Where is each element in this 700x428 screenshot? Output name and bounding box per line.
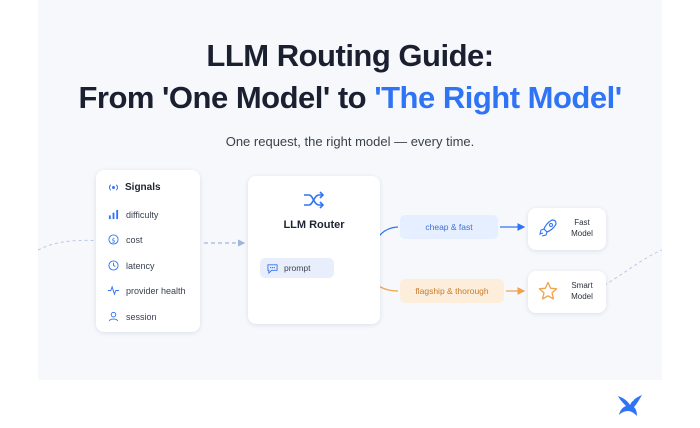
signal-item-label: latency [126, 260, 155, 271]
title-line-1: LLM Routing Guide: [206, 38, 494, 73]
pulse-icon [108, 285, 119, 296]
signal-item-difficulty: difficulty [108, 209, 158, 220]
subtitle: One request, the right model — every tim… [225, 134, 475, 149]
signal-item-label: session [126, 311, 157, 322]
clock-icon [108, 260, 119, 271]
chat-bubble-icon [267, 263, 278, 274]
user-icon [108, 311, 119, 322]
brand-logo [618, 395, 642, 416]
infographic-panel: LLM Routing Guide: From 'One Model' to '… [38, 0, 662, 380]
signal-item-label: difficulty [126, 209, 159, 220]
title-highlight: 'The Right Model' [374, 80, 622, 115]
title-prefix: From 'One Model' to [78, 80, 375, 115]
model-label-line1: Smart [571, 281, 593, 290]
route-chip-flagship-thorough: flagship & thorough [400, 279, 504, 303]
smart-model-card: Smart Model [528, 271, 606, 313]
fast-model-card: Fast Model [528, 208, 606, 250]
rocket-icon [539, 219, 557, 237]
signal-item-provider-health: provider health [108, 285, 186, 296]
model-label-line2: Model [571, 292, 593, 301]
prompt-label: prompt [284, 263, 311, 273]
signal-item-label: provider health [126, 285, 186, 296]
signal-item-cost: $ cost [108, 234, 143, 245]
smart-model-label: Smart Model [562, 280, 602, 302]
dollar-icon: $ [108, 234, 119, 245]
model-label-line2: Model [571, 229, 593, 238]
shuffle-icon [304, 191, 325, 209]
fast-model-label: Fast Model [562, 217, 602, 239]
signal-broadcast-icon [109, 184, 118, 191]
signals-card: Signals difficulty $ cost latency [96, 170, 200, 332]
router-title: LLM Router [283, 219, 345, 231]
signal-item-session: session [108, 311, 157, 322]
route-chip-cheap-fast: cheap & fast [400, 215, 498, 239]
signals-heading-label: Signals [125, 182, 161, 193]
title-line-2: From 'One Model' to 'The Right Model' [38, 80, 662, 116]
svg-text:$: $ [111, 236, 115, 244]
star-icon [538, 281, 558, 300]
signal-item-latency: latency [108, 260, 155, 271]
prompt-chip: prompt [260, 258, 334, 278]
bar-chart-icon [108, 209, 119, 220]
signal-item-label: cost [126, 234, 143, 245]
model-label-line1: Fast [574, 218, 590, 227]
signals-heading: Signals [108, 182, 161, 193]
llm-router-card: LLM Router prompt [248, 176, 380, 324]
